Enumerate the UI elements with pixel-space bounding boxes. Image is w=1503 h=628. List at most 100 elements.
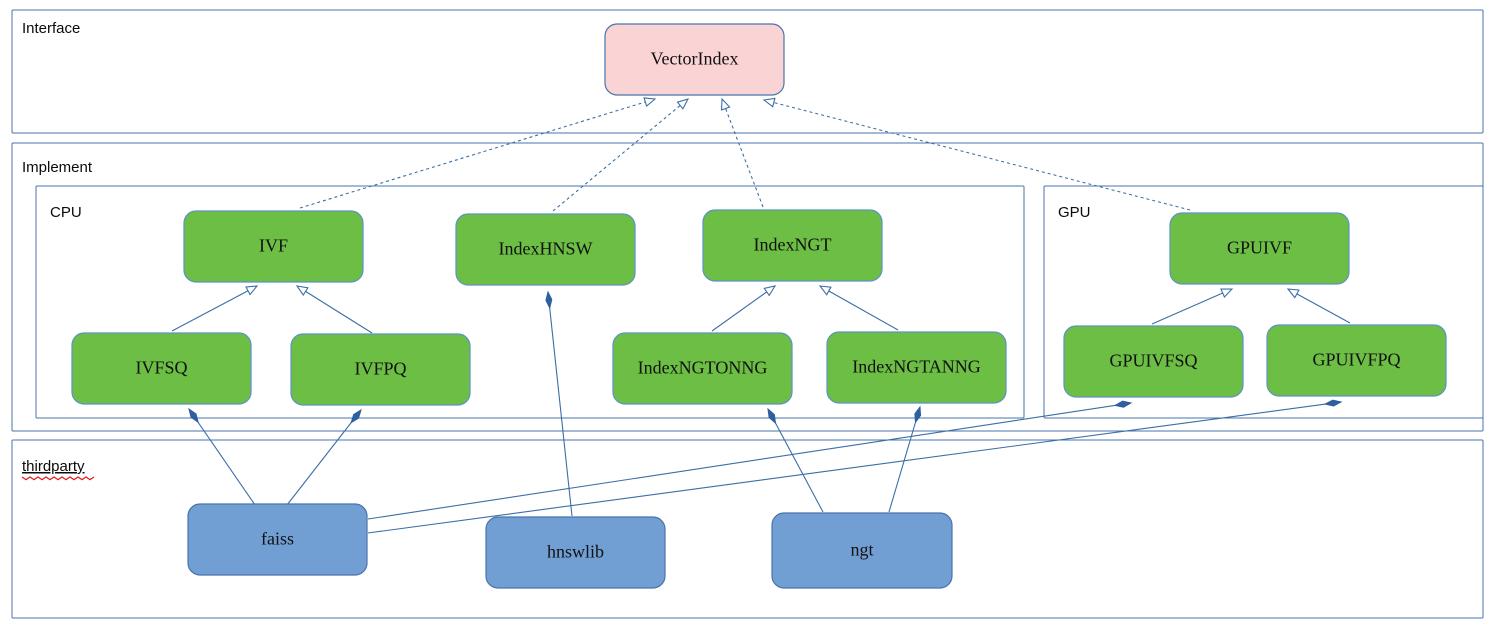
- edge-line-faiss-composes-ivfsq: [196, 420, 256, 506]
- edge-line-ivfpq-extends-ivf: [305, 290, 373, 334]
- arrowhead-generalization-icon: [1286, 288, 1300, 299]
- arrowhead-composition-icon: [350, 408, 362, 424]
- node-box-ivf[interactable]: [183, 210, 364, 283]
- edge-line-ivfsq-extends-ivf: [171, 290, 249, 332]
- node-vectorindex[interactable]: VectorIndex: [604, 23, 785, 96]
- group-thirdparty: thirdparty: [11, 439, 1484, 619]
- node-hnswlib[interactable]: hnswlib: [485, 516, 666, 589]
- node-box-hnswlib[interactable]: [485, 516, 666, 589]
- arrowhead-composition-icon: [1323, 399, 1343, 407]
- node-box-ivfpq[interactable]: [290, 333, 471, 406]
- arrowhead-generalization-icon: [245, 285, 259, 296]
- arrowhead-generalization-icon: [1220, 288, 1234, 298]
- arrowhead-generalization-icon: [295, 285, 309, 296]
- edge-hnswlib-composes-indexhnsw: [545, 290, 573, 517]
- edge-ivfsq-extends-ivf: [171, 285, 259, 332]
- edge-gpuivfsq-extends-gpuivf: [1151, 288, 1234, 325]
- spellcheck-underline-icon: [21, 476, 95, 481]
- node-label-gpuivfpq: GPUIVFPQ: [1312, 350, 1400, 370]
- arrowhead-composition-icon: [767, 407, 777, 425]
- group-label-cpu: CPU: [50, 204, 82, 221]
- node-box-indexngtonng[interactable]: [612, 332, 793, 405]
- edge-indexngt-realizes-vectorindex: [721, 97, 764, 208]
- node-box-indexngt[interactable]: [702, 209, 883, 282]
- node-faiss[interactable]: faiss: [187, 503, 368, 576]
- arrowhead-realization-icon: [762, 97, 776, 108]
- node-ivfsq[interactable]: IVFSQ: [71, 332, 252, 405]
- node-ivf[interactable]: IVF: [183, 210, 364, 283]
- node-box-gpuivfsq[interactable]: [1063, 325, 1244, 398]
- edge-ivf-realizes-vectorindex: [299, 97, 657, 209]
- edge-faiss-composes-gpuivfsq: [367, 400, 1133, 520]
- node-box-indexhnsw[interactable]: [455, 213, 636, 286]
- edge-gpuivfpq-extends-gpuivf: [1286, 288, 1351, 324]
- node-gpuivfpq[interactable]: GPUIVFPQ: [1266, 324, 1447, 397]
- edge-ngt-composes-indexngtanng: [888, 405, 922, 513]
- edge-line-indexngtanng-extends-indexngt: [828, 290, 899, 331]
- edge-indexngtonng-extends-indexngt: [711, 285, 777, 332]
- arrowhead-composition-icon: [188, 407, 199, 424]
- node-gpuivf[interactable]: GPUIVF: [1169, 212, 1350, 285]
- edges-layer: [171, 97, 1351, 534]
- node-indexngt[interactable]: IndexNGT: [702, 209, 883, 282]
- group-label-interface: Interface: [22, 20, 80, 37]
- arrowhead-composition-icon: [545, 290, 553, 310]
- node-box-ivfsq[interactable]: [71, 332, 252, 405]
- node-label-indexngtanng: IndexNGTANNG: [852, 357, 981, 377]
- edge-line-indexngtonng-extends-indexngt: [711, 291, 768, 332]
- node-ivfpq[interactable]: IVFPQ: [290, 333, 471, 406]
- node-label-vectorindex: VectorIndex: [651, 49, 739, 69]
- group-label-implement: Implement: [22, 159, 93, 176]
- edge-faiss-composes-ivfsq: [188, 407, 256, 506]
- node-box-gpuivfpq[interactable]: [1266, 324, 1447, 397]
- edge-indexhnsw-realizes-vectorindex: [552, 98, 690, 212]
- node-label-faiss: faiss: [261, 529, 294, 549]
- node-box-gpuivf[interactable]: [1169, 212, 1350, 285]
- arrowhead-generalization-icon: [818, 285, 832, 296]
- arrowhead-realization-icon: [676, 98, 690, 110]
- node-label-gpuivfsq: GPUIVFSQ: [1109, 351, 1197, 371]
- arrowhead-realization-icon: [721, 97, 731, 111]
- node-label-hnswlib: hnswlib: [547, 542, 604, 562]
- node-label-indexhnsw: IndexHNSW: [499, 239, 593, 259]
- edge-gpuivf-realizes-vectorindex: [762, 97, 1191, 211]
- edge-line-faiss-composes-gpuivfsq: [367, 404, 1117, 520]
- edge-line-gpuivfpq-extends-gpuivf: [1296, 293, 1351, 324]
- edge-line-ngt-composes-indexngtonng: [774, 421, 824, 513]
- arrowhead-composition-icon: [1113, 400, 1133, 408]
- node-box-vectorindex[interactable]: [604, 23, 785, 96]
- node-box-faiss[interactable]: [187, 503, 368, 576]
- node-label-ivfsq: IVFSQ: [135, 358, 187, 378]
- edge-faiss-composes-gpuivfpq: [367, 399, 1343, 534]
- group-label-thirdparty: thirdparty: [22, 458, 85, 475]
- edge-indexngtanng-extends-indexngt: [818, 285, 899, 331]
- edge-faiss-composes-ivfpq: [286, 408, 362, 506]
- edge-line-hnswlib-composes-indexhnsw: [549, 306, 573, 517]
- edge-ngt-composes-indexngtonng: [767, 407, 824, 513]
- edge-line-ivf-realizes-vectorindex: [299, 101, 646, 209]
- node-gpuivfsq[interactable]: GPUIVFSQ: [1063, 325, 1244, 398]
- node-label-indexngtonng: IndexNGTONNG: [638, 358, 768, 378]
- node-indexngtonng[interactable]: IndexNGTONNG: [612, 332, 793, 405]
- arrowhead-composition-icon: [914, 405, 922, 424]
- node-label-ivf: IVF: [259, 236, 288, 256]
- node-label-gpuivf: GPUIVF: [1227, 238, 1292, 258]
- node-box-indexngtanng[interactable]: [826, 331, 1007, 404]
- node-box-ngt[interactable]: [771, 512, 953, 589]
- node-indexngtanng[interactable]: IndexNGTANNG: [826, 331, 1007, 404]
- arrowhead-realization-icon: [643, 97, 657, 108]
- node-label-ivfpq: IVFPQ: [354, 359, 406, 379]
- node-label-indexngt: IndexNGT: [754, 235, 832, 255]
- node-ngt[interactable]: ngt: [771, 512, 953, 589]
- node-indexhnsw[interactable]: IndexHNSW: [455, 213, 636, 286]
- node-label-ngt: ngt: [850, 540, 873, 560]
- group-frame-thirdparty: [11, 439, 1484, 619]
- edge-ivfpq-extends-ivf: [295, 285, 373, 334]
- edge-line-gpuivfsq-extends-gpuivf: [1151, 292, 1223, 325]
- group-label-gpu: GPU: [1058, 204, 1091, 221]
- edge-line-faiss-composes-ivfpq: [286, 421, 353, 506]
- arrowhead-generalization-icon: [763, 285, 777, 297]
